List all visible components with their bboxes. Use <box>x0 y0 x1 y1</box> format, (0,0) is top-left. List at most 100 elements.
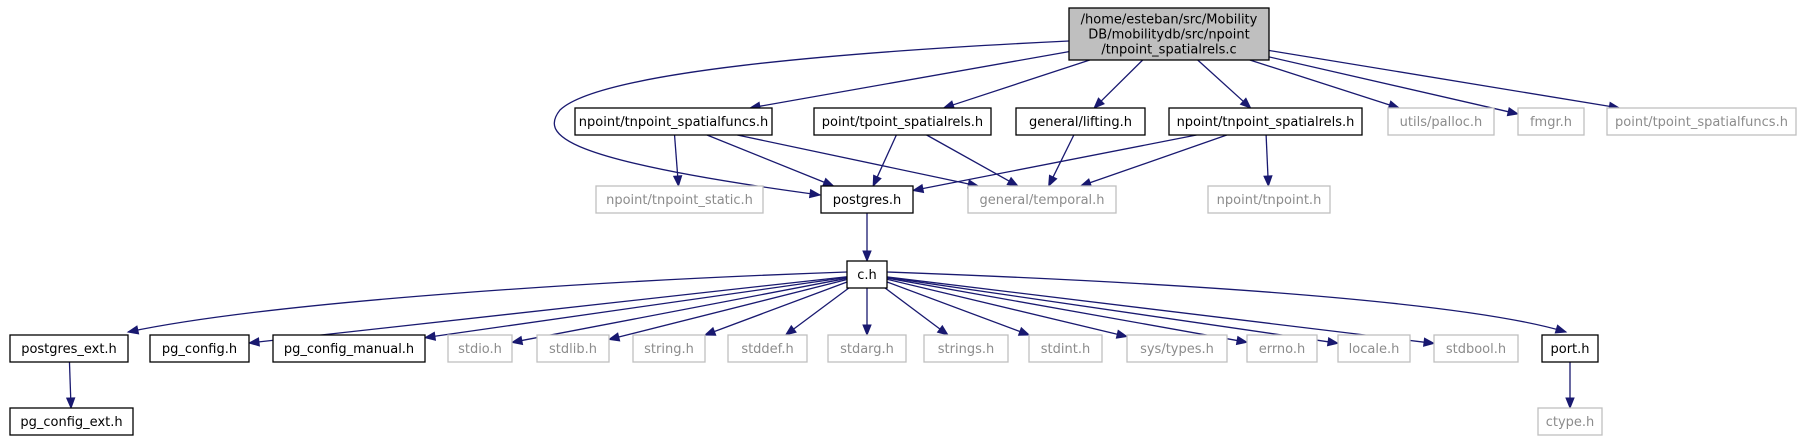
node-pg-config[interactable]: pg_config.h <box>149 334 250 363</box>
edge-port-to-ctype-arrowhead <box>1565 397 1575 410</box>
node-ctype-label: ctype.h <box>1546 415 1595 430</box>
node-stdio-box <box>447 334 513 363</box>
node-strings[interactable]: strings.h <box>923 334 1009 363</box>
node-palloc-box <box>1387 107 1495 136</box>
node-stdlib[interactable]: stdlib.h <box>536 334 610 363</box>
node-stdarg-label: stdarg.h <box>840 342 894 357</box>
edge-c-to-stddef <box>792 287 850 331</box>
edge-tnpoint-spatialfuncs-to-tnpoint-static-arrowhead <box>672 175 683 188</box>
edge-c-to-systypes <box>886 278 1119 336</box>
node-stdbool-box <box>1433 334 1519 363</box>
node-stddef[interactable]: stddef.h <box>727 334 808 363</box>
node-locale-box <box>1337 334 1411 363</box>
node-palloc[interactable]: utils/palloc.h <box>1387 107 1495 136</box>
node-tpoint-spatialrels-label: point/tpoint_spatialrels.h <box>822 115 983 130</box>
node-pg-config-ext-box <box>9 407 134 436</box>
node-ctype-box <box>1537 407 1603 436</box>
node-tnpoint[interactable]: npoint/tnpoint.h <box>1207 185 1331 214</box>
node-systypes-label: sys/types.h <box>1140 342 1214 357</box>
node-tnpoint-spatialfuncs-label: npoint/tnpoint_spatialfuncs.h <box>579 115 768 130</box>
edge-c-to-stdlib-arrowhead <box>607 332 621 342</box>
edge-root-to-lifting <box>1100 59 1144 103</box>
node-string-label: string.h <box>644 342 694 357</box>
node-ctype[interactable]: ctype.h <box>1537 407 1603 436</box>
node-postgres[interactable]: postgres.h <box>820 185 914 214</box>
edge-lifting-to-temporal-arrowhead <box>1048 174 1058 188</box>
edge-c-to-string <box>713 281 848 333</box>
node-stdbool-label: stdbool.h <box>1446 342 1506 357</box>
edge-c-to-errno <box>886 277 1239 342</box>
edge-c-to-pg-config-manual-arrowhead <box>423 331 437 341</box>
edge-c-to-stdint-arrowhead <box>1017 326 1031 336</box>
node-stddef-label: stddef.h <box>741 342 793 357</box>
edge-c-to-systypes-arrowhead <box>1115 329 1129 339</box>
node-string[interactable]: string.h <box>632 334 706 363</box>
node-postgres-ext[interactable]: postgres_ext.h <box>9 334 129 363</box>
node-tnpoint-static-box <box>595 185 764 214</box>
node-postgres-box <box>820 185 914 214</box>
edge-tnpoint-spatialfuncs-to-temporal <box>737 134 970 185</box>
node-pg-config-box <box>149 334 250 363</box>
node-tpoint-spatialfuncs[interactable]: point/tpoint_spatialfuncs.h <box>1606 107 1797 136</box>
node-tpoint-spatialrels[interactable]: point/tpoint_spatialrels.h <box>813 107 992 136</box>
node-errno-label: errno.h <box>1259 342 1306 357</box>
edge-tnpoint-spatialrels-h-to-temporal-arrowhead <box>1079 178 1093 188</box>
node-tnpoint-static-label: npoint/tnpoint_static.h <box>606 193 753 208</box>
edge-tnpoint-spatialrels-h-to-tnpoint-arrowhead <box>1263 175 1273 188</box>
node-systypes[interactable]: sys/types.h <box>1126 334 1228 363</box>
node-temporal-box <box>967 185 1117 214</box>
edge-c-to-stdlib <box>617 278 848 338</box>
node-locale[interactable]: locale.h <box>1337 334 1411 363</box>
edge-c-to-pg-config-arrowhead <box>247 337 260 347</box>
edge-c-to-port <box>886 271 1567 333</box>
node-postgres-label: postgres.h <box>833 193 902 208</box>
node-errno[interactable]: errno.h <box>1246 334 1318 363</box>
node-stdint-label: stdint.h <box>1041 342 1090 357</box>
node-stdbool[interactable]: stdbool.h <box>1433 334 1519 363</box>
edge-c-to-locale-arrowhead <box>1326 337 1340 347</box>
edge-tpoint-spatialrels-to-postgres-arrowhead <box>872 174 882 188</box>
node-lifting[interactable]: general/lifting.h <box>1015 107 1146 136</box>
node-root-label-1: /home/esteban/src/Mobility <box>1081 13 1258 28</box>
edge-root-to-tpoint-spatialfuncs <box>1268 49 1611 108</box>
node-pg-config-ext-label: pg_config_ext.h <box>20 415 122 430</box>
node-tnpoint-static[interactable]: npoint/tnpoint_static.h <box>595 185 764 214</box>
node-layer: /home/esteban/src/MobilityDB/mobilitydb/… <box>9 7 1797 436</box>
edge-root-to-lifting-arrowhead <box>1093 97 1105 109</box>
edge-tnpoint-spatialrels-h-to-postgres <box>921 134 1197 190</box>
node-strings-label: strings.h <box>938 342 994 357</box>
edge-c-to-port-arrowhead <box>1554 324 1568 334</box>
edge-root-to-tnpoint-spatialfuncs <box>758 51 1070 108</box>
edge-c-to-stdbool <box>886 276 1426 343</box>
edge-tnpoint-spatialrels-h-to-postgres-arrowhead <box>911 183 925 194</box>
node-root[interactable]: /home/esteban/src/MobilityDB/mobilitydb/… <box>1068 7 1270 61</box>
node-port-label: port.h <box>1550 342 1589 357</box>
node-temporal[interactable]: general/temporal.h <box>967 185 1117 214</box>
node-locale-label: locale.h <box>1349 342 1400 357</box>
node-fmgr[interactable]: fmgr.h <box>1517 107 1585 136</box>
edge-c-to-errno-arrowhead <box>1235 335 1249 346</box>
node-stdarg[interactable]: stdarg.h <box>827 334 907 363</box>
node-pg-config-manual[interactable]: pg_config_manual.h <box>272 334 426 363</box>
edge-c-to-stddef-arrowhead <box>784 324 797 336</box>
node-port[interactable]: port.h <box>1541 334 1599 363</box>
edge-c-to-stdbool-arrowhead <box>1423 337 1436 347</box>
node-tnpoint-spatialrels-h[interactable]: npoint/tnpoint_spatialrels.h <box>1168 107 1363 136</box>
node-stdio[interactable]: stdio.h <box>447 334 513 363</box>
node-pg-config-ext[interactable]: pg_config_ext.h <box>9 407 134 436</box>
edge-c-to-stdint <box>886 281 1022 333</box>
node-c[interactable]: c.h <box>846 260 888 289</box>
node-tnpoint-spatialrels-h-label: npoint/tnpoint_spatialrels.h <box>1177 115 1355 130</box>
edge-root-to-tnpoint-spatialrels-h-arrowhead <box>1239 97 1252 109</box>
node-tnpoint-spatialfuncs[interactable]: npoint/tnpoint_spatialfuncs.h <box>574 107 773 136</box>
node-tnpoint-label: npoint/tnpoint.h <box>1217 193 1322 208</box>
node-stdint[interactable]: stdint.h <box>1028 334 1103 363</box>
node-lifting-label: general/lifting.h <box>1029 115 1132 130</box>
edge-root-to-tpoint-spatialrels <box>951 59 1091 106</box>
edge-postgres-ext-to-pg-config-ext <box>68 361 72 400</box>
node-tnpoint-spatialfuncs-box <box>574 107 773 136</box>
edge-root-to-palloc <box>1249 59 1391 106</box>
node-root-label-3: /tnpoint_spatialrels.c <box>1101 43 1236 58</box>
node-fmgr-box <box>1517 107 1585 136</box>
